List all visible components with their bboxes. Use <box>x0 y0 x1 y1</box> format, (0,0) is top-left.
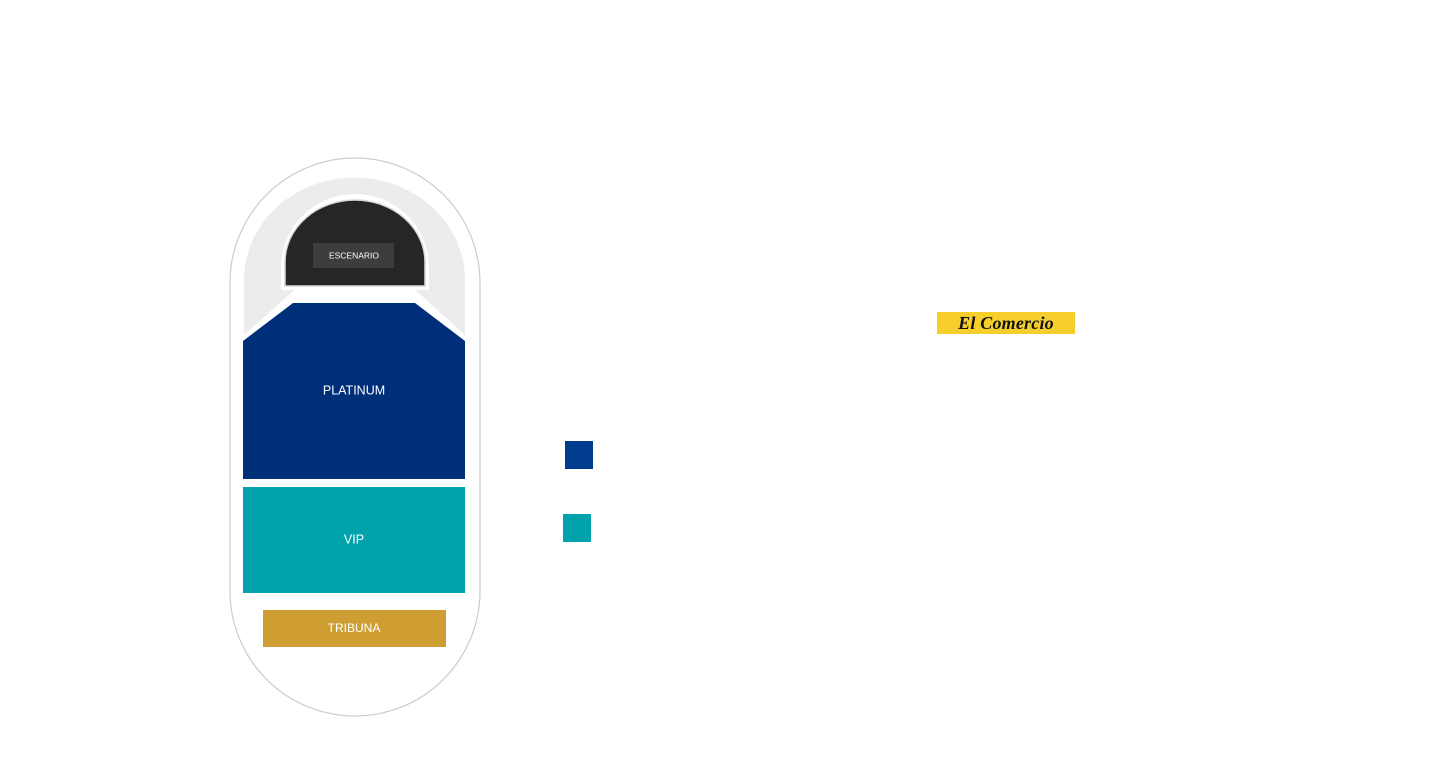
zone-platinum-label: PLATINUM <box>323 383 385 397</box>
legend-swatch-platinum <box>565 441 593 469</box>
zone-platinum[interactable] <box>243 303 465 479</box>
legend-swatch-vip <box>563 514 591 542</box>
el-comercio-logo: El Comercio <box>937 312 1075 334</box>
stage-sign <box>313 243 394 268</box>
stage-label: ESCENARIO <box>329 250 379 260</box>
zone-vip[interactable] <box>243 487 465 593</box>
zone-vip-label: VIP <box>344 532 364 546</box>
zone-tribuna[interactable] <box>263 610 446 647</box>
zone-tribuna-label: TRIBUNA <box>328 621 381 635</box>
